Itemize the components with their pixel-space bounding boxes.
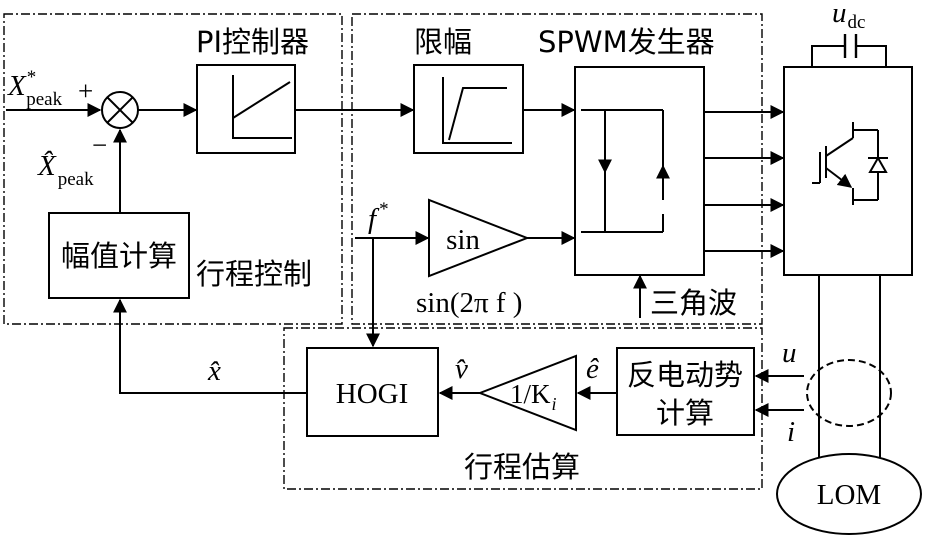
pi-response-icon xyxy=(232,75,292,139)
sin-block xyxy=(428,198,530,278)
u-label: u xyxy=(782,337,797,369)
lom-label: LOM xyxy=(817,479,881,511)
gain-block xyxy=(477,354,577,432)
e-hat-label: ê xyxy=(586,353,599,385)
back-emf-label-line2: 计算 xyxy=(656,396,714,430)
plus-sign: + xyxy=(78,76,93,106)
sin-expression-label: sin(2π f ) xyxy=(416,287,522,319)
current-sensor xyxy=(806,359,892,427)
amplitude-calc-block xyxy=(48,212,190,299)
triangle-wave-label: 三角波 xyxy=(650,286,737,320)
back-emf-block xyxy=(616,347,755,436)
spwm-title: SPWM发生器 xyxy=(538,25,715,59)
stroke-estimation-region xyxy=(283,327,763,490)
summing-junction xyxy=(101,91,139,129)
saturation-icon xyxy=(442,77,512,144)
comparator-hysteresis-icon xyxy=(581,109,670,233)
stroke-estimation-label: 行程估算 xyxy=(464,450,580,484)
gain-label: 1/Ki xyxy=(510,379,557,414)
f-ref-label: f* xyxy=(368,199,389,235)
x-hat-label: x̂ xyxy=(207,355,221,387)
stroke-control-region xyxy=(3,13,343,325)
spwm-region xyxy=(351,13,763,325)
hogi-label: HOGI xyxy=(336,378,409,410)
spwm-generator-block xyxy=(574,66,705,276)
pi-controller-title: PI控制器 xyxy=(196,25,309,59)
inverter-block xyxy=(783,66,913,276)
amplitude-calc-label: 幅值计算 xyxy=(61,239,177,273)
stroke-control-label: 行程控制 xyxy=(196,257,312,291)
x-peak-hat-label: X̂peak xyxy=(37,149,94,190)
v-hat-label: v̂ xyxy=(455,353,468,385)
igbt-icon xyxy=(812,122,888,205)
dc-capacitor-icon xyxy=(811,34,887,67)
x-peak-ref-label: X*peak xyxy=(7,67,63,110)
hogi-block xyxy=(306,347,439,437)
minus-sign: − xyxy=(92,130,107,160)
sin-block-label: sin xyxy=(446,224,480,256)
i-label: i xyxy=(787,416,795,448)
back-emf-label-line1: 反电动势 xyxy=(627,358,743,392)
udc-label: udc xyxy=(832,0,865,33)
limiter-block xyxy=(413,64,524,154)
limiter-title: 限幅 xyxy=(414,25,472,59)
lom-motor xyxy=(776,453,922,535)
